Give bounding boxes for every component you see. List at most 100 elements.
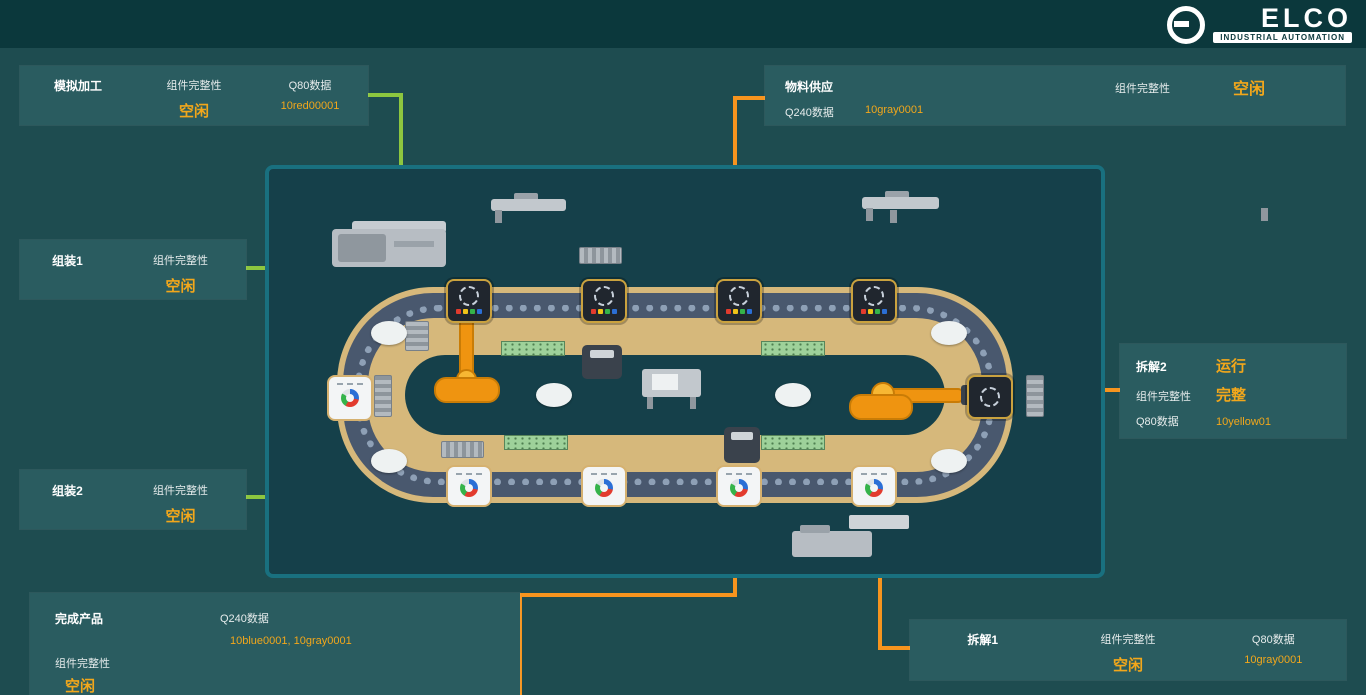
station-top-3 xyxy=(716,279,762,323)
station-bottom-1 xyxy=(446,465,492,507)
robot-arm-left xyxy=(429,309,515,409)
panel-mock-processing: 模拟加工 组件完整性 空闲 Q80数据 10red00001 xyxy=(20,66,368,125)
status-dot-green xyxy=(470,309,475,314)
component-rack xyxy=(579,247,622,264)
table-item xyxy=(885,191,910,199)
data-value: 10red00001 xyxy=(280,100,340,112)
status-dot-blue xyxy=(477,309,482,314)
control-box xyxy=(582,345,622,379)
control-box xyxy=(724,427,760,463)
table-item xyxy=(513,193,538,201)
integrity-label: 组件完整性 xyxy=(1115,83,1170,95)
machine-head xyxy=(338,234,386,262)
pallet-carrier xyxy=(931,449,967,473)
station-right xyxy=(967,375,1013,419)
connector-finished-product-h xyxy=(518,593,737,597)
data-value: 10yellow01 xyxy=(1216,416,1272,428)
integrity-value: 空闲 xyxy=(1112,657,1143,674)
component-ring-icon xyxy=(341,389,359,407)
control-box-display xyxy=(731,432,753,441)
integrity-value: 空闲 xyxy=(65,678,96,695)
data-value: 10gray0001 xyxy=(1244,654,1303,666)
status-dot-red xyxy=(456,309,461,314)
dashed-slot-icon xyxy=(594,286,614,306)
panel-title: 拆解1 xyxy=(967,633,998,647)
panel-material-supply: 物料供应 Q240数据 10gray0001 组件完整性 空闲 xyxy=(765,66,1345,125)
center-table xyxy=(642,369,701,409)
dashed-line-icon xyxy=(861,473,887,475)
connector-disassembly1-h xyxy=(878,646,912,650)
pallet-carrier xyxy=(536,383,572,407)
component-ring-icon xyxy=(865,479,883,497)
integrity-label: 组件完整性 xyxy=(152,255,208,267)
dashed-line-icon xyxy=(591,473,617,475)
robot-arm-right xyxy=(849,374,979,426)
table-leg xyxy=(495,210,502,223)
table-leg xyxy=(890,210,897,223)
data-value: 10gray0001 xyxy=(865,104,924,116)
elco-logo-text: ELCO INDUSTRIAL AUTOMATION xyxy=(1213,4,1352,43)
status-dot-red xyxy=(726,309,731,314)
status-lights xyxy=(448,309,490,314)
status-dot-green xyxy=(605,309,610,314)
machine-slot xyxy=(394,241,434,247)
panel-title: 模拟加工 xyxy=(53,79,102,93)
work-table-top-right xyxy=(862,191,1268,225)
table-leg xyxy=(690,397,696,409)
data-label: Q80数据 xyxy=(1136,416,1179,428)
component-rack-vertical xyxy=(1026,375,1044,417)
panel-finished-product: 完成产品 Q240数据 10blue0001, 10gray0001 组件完整性… xyxy=(30,593,520,695)
dashed-slot-icon xyxy=(729,286,749,306)
status-lights xyxy=(583,309,625,314)
data-label: Q240数据 xyxy=(785,107,834,119)
dashed-slot-icon xyxy=(459,286,479,306)
dashed-slot-icon xyxy=(864,286,884,306)
dashed-line-icon xyxy=(337,383,363,385)
status-dot-yellow xyxy=(598,309,603,314)
dashed-slot-icon xyxy=(980,387,1000,407)
status-value: 运行 xyxy=(1216,358,1247,375)
panel-assembly-2: 组装2 组件完整性 空闲 xyxy=(20,470,246,529)
work-table-top-left xyxy=(491,193,897,225)
panel-title: 组装1 xyxy=(52,254,83,268)
integrity-value: 空闲 xyxy=(178,103,209,120)
status-dot-blue xyxy=(747,309,752,314)
factory-floor xyxy=(265,165,1268,578)
data-label: Q80数据 xyxy=(1251,634,1295,646)
robot-base xyxy=(434,377,500,403)
status-lights xyxy=(853,309,895,314)
panel-title: 物料供应 xyxy=(785,80,834,94)
dashed-line-icon xyxy=(726,473,752,475)
panel-title: 拆解2 xyxy=(1136,360,1167,374)
machine-bottom xyxy=(792,525,872,557)
integrity-value: 完整 xyxy=(1216,387,1247,404)
station-bottom-3 xyxy=(716,465,762,507)
panel-disassembly-1: 拆解1 组件完整性 空闲 Q80数据 10gray0001 xyxy=(910,620,1346,680)
component-pallet xyxy=(504,435,568,450)
component-pallet xyxy=(501,341,565,356)
elco-logo-icon xyxy=(1167,6,1206,44)
integrity-label: 组件完整性 xyxy=(55,658,110,670)
integrity-value: 空闲 xyxy=(165,278,196,295)
component-ring-icon xyxy=(730,479,748,497)
machine-bottom-small xyxy=(849,515,909,529)
integrity-label: 组件完整性 xyxy=(1136,391,1191,403)
table-sheet xyxy=(652,374,678,390)
connector-mock-processing-h xyxy=(368,93,403,97)
pallet-carrier xyxy=(371,449,407,473)
connector-mock-processing-v xyxy=(399,93,403,222)
connector-finished-product-v2 xyxy=(518,593,522,695)
elco-logo: ELCO INDUSTRIAL AUTOMATION xyxy=(1167,4,1352,44)
integrity-label: 组件完整性 xyxy=(166,80,222,92)
integrity-label: 组件完整性 xyxy=(1100,634,1156,646)
component-ring-icon xyxy=(595,479,613,497)
table-top xyxy=(491,199,566,211)
table-top xyxy=(862,197,939,209)
status-dot-blue xyxy=(882,309,887,314)
control-box-display xyxy=(590,350,614,358)
cnc-machine xyxy=(332,221,446,269)
status-dot-yellow xyxy=(463,309,468,314)
panel-title: 组装2 xyxy=(52,484,83,498)
component-rack xyxy=(441,441,484,458)
